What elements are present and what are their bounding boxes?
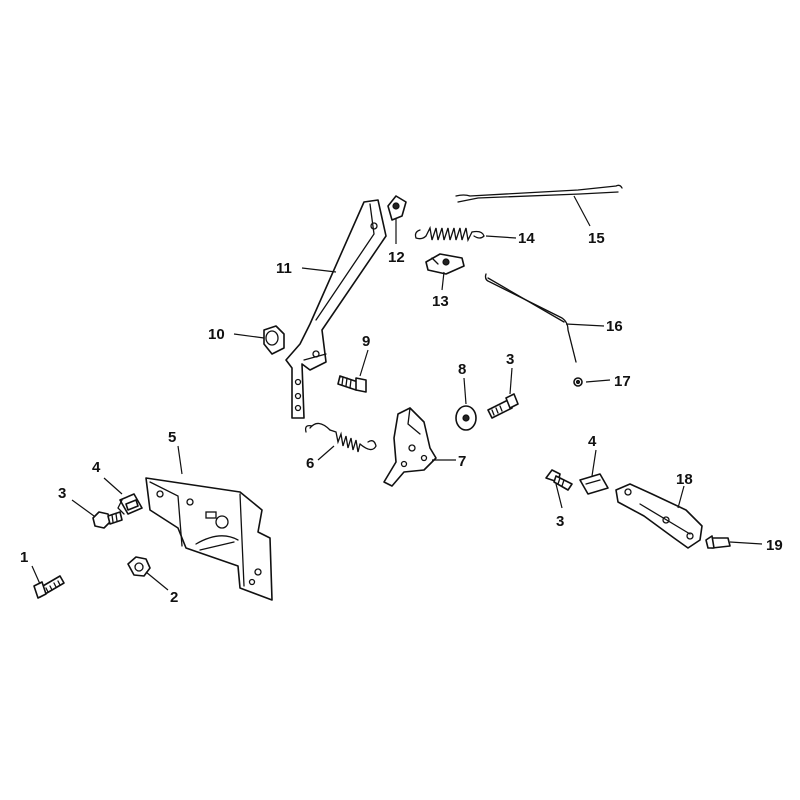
part-nut-2 <box>127 556 151 577</box>
part-bolt-1 <box>33 575 65 599</box>
part-arm-18 <box>615 483 703 549</box>
part-plate-5 <box>145 477 273 601</box>
callout-3-middle: 3 <box>506 351 514 368</box>
part-bolt-9 <box>337 375 367 393</box>
callout-6: 6 <box>306 455 314 472</box>
part-clip-4-right <box>579 473 609 495</box>
callout-11: 11 <box>276 260 292 277</box>
part-spring-14 <box>414 225 485 243</box>
part-ferrule-17 <box>573 377 583 387</box>
part-rod-15 <box>455 184 623 203</box>
callout-19: 19 <box>766 537 783 554</box>
callout-9: 9 <box>362 333 370 350</box>
part-pin-19 <box>705 535 731 549</box>
callout-4-left: 4 <box>92 459 101 476</box>
part-rod-16 <box>484 273 577 363</box>
part-bracket-7 <box>383 407 437 487</box>
callout-16: 16 <box>606 318 623 335</box>
callout-2: 2 <box>170 589 178 606</box>
part-bolt-3-left <box>92 511 123 529</box>
part-clamp-12 <box>387 195 407 221</box>
callout-15: 15 <box>588 230 605 247</box>
callout-4-right: 4 <box>588 433 597 450</box>
callout-5: 5 <box>168 429 176 446</box>
callout-labels: 1 2 3 4 5 3 4 6 7 8 3 9 10 11 12 13 14 1… <box>20 230 783 606</box>
part-swivel-13 <box>425 253 465 275</box>
leader-lines <box>31 195 763 591</box>
callout-12: 12 <box>388 249 405 266</box>
callout-17: 17 <box>614 373 631 390</box>
callout-13: 13 <box>432 293 449 310</box>
callout-8: 8 <box>458 361 466 378</box>
callout-1: 1 <box>20 549 28 566</box>
callout-14: 14 <box>518 230 535 247</box>
part-bolt-3-middle <box>487 393 519 419</box>
part-bushing-10 <box>263 325 285 355</box>
part-washer-8 <box>455 405 477 431</box>
callout-10: 10 <box>208 326 225 343</box>
callout-7: 7 <box>458 453 466 470</box>
part-lever-11 <box>285 199 387 419</box>
callout-3-left: 3 <box>58 485 66 502</box>
part-clip-4-left <box>117 493 143 515</box>
callout-3-right: 3 <box>556 513 564 530</box>
part-bolt-3-right <box>545 469 573 491</box>
part-spring-6 <box>304 422 377 453</box>
callout-18: 18 <box>676 471 693 488</box>
